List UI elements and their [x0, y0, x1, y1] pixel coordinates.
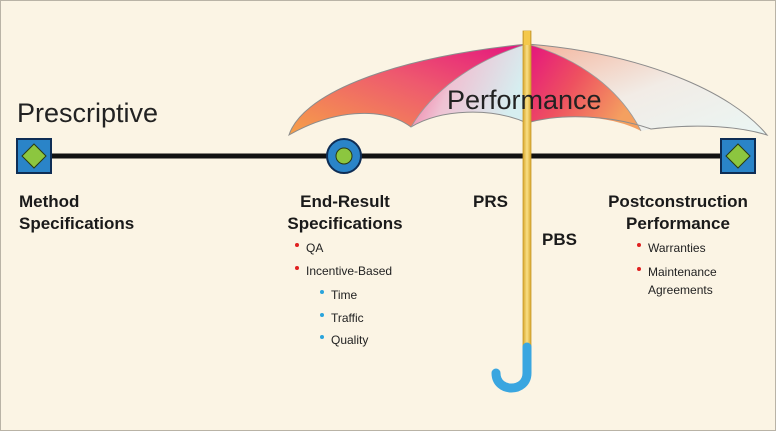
sub-bullet-item: Time: [320, 286, 357, 304]
prescriptive-label: Prescriptive: [17, 98, 159, 128]
performance-label: Performance: [447, 85, 602, 115]
umbrella-handle-icon: [491, 342, 532, 393]
postcon-line-2: Performance: [626, 214, 730, 233]
canopy-panel-mid-left: [411, 44, 527, 127]
postcon-line-1: Postconstruction: [608, 192, 748, 211]
end-result-specifications-label: End-Result Specifications: [279, 191, 411, 235]
method-line-1: Method: [19, 192, 80, 211]
bullet-item: Maintenance: [637, 263, 717, 281]
postconstruction-performance-label: Postconstruction Performance: [596, 191, 760, 235]
sub-bullet-item: Traffic: [320, 309, 364, 327]
bullet-item: QA: [295, 239, 323, 257]
bullet-item: Incentive-Based: [295, 262, 392, 280]
pbs-label: PBS: [542, 230, 577, 249]
diamond-marker-icon: [720, 138, 756, 174]
umbrella-shaft: [522, 30, 532, 354]
method-line-2: Specifications: [19, 214, 135, 233]
umbrella-canopy: [288, 43, 769, 137]
diamond-marker-icon: [16, 138, 52, 174]
prs-label: PRS: [473, 192, 508, 211]
canopy-panel-mid-right: [527, 44, 641, 131]
sub-bullet-item: Quality: [320, 331, 368, 349]
canopy-panel-right: [527, 44, 767, 135]
circle-marker-icon: [326, 138, 362, 174]
bullet-continuation: Agreements: [648, 283, 713, 297]
canopy-outline: [288, 43, 769, 137]
canopy-panel-left: [289, 44, 527, 135]
method-specifications-label: Method Specifications: [19, 191, 134, 235]
end-result-line-1: End-Result: [300, 192, 390, 211]
bullet-item: Warranties: [637, 239, 706, 257]
end-result-line-2: Specifications: [287, 214, 403, 233]
